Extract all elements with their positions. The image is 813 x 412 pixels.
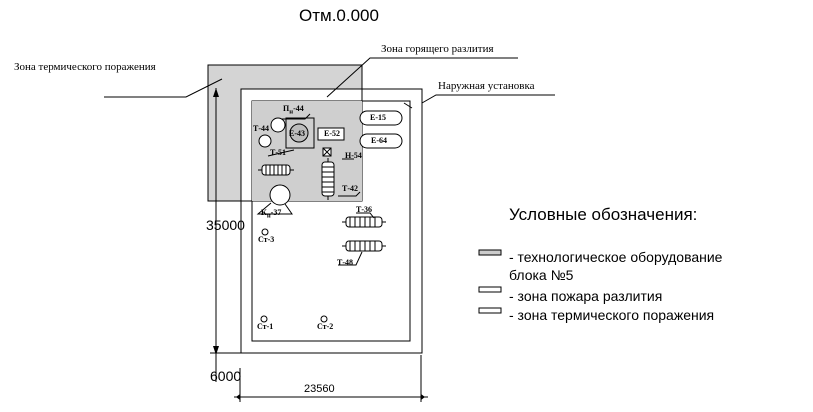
e43-label: Е-43: [289, 129, 305, 138]
legend-title: Условные обозначения:: [509, 205, 698, 224]
legend-swatch-equipment: [478, 249, 502, 256]
t44-label: Т-44: [253, 124, 269, 133]
t48-exchanger: [345, 240, 383, 252]
st2-label: Ст-2: [317, 322, 334, 331]
elevation-title: Отм.0.000: [299, 6, 379, 25]
legend-item-spill: - зона пожара разлития: [509, 288, 663, 304]
st1-label: Ст-1: [257, 322, 274, 331]
spill-zone-label: Зона горящего разлития: [381, 43, 494, 55]
e15-label: Е-15: [370, 113, 386, 122]
st3-stand: [261, 228, 269, 236]
e15-vessel: [359, 110, 403, 126]
e64-label: Е-64: [371, 136, 387, 145]
e64-vessel: [359, 133, 403, 149]
k37-column: [269, 184, 291, 206]
st2-stand: [320, 315, 328, 323]
dim-width-label: 23560: [304, 383, 335, 395]
dim-bottom-label: 6000: [210, 368, 242, 384]
legend-swatch-spill: [478, 286, 502, 293]
dim-height-label: 35000: [206, 217, 245, 233]
e52-box: [317, 127, 345, 141]
outdoor-leader: [421, 94, 555, 104]
e52-label: Е-52: [324, 129, 340, 138]
legend-item-equipment: - технологическое оборудование: [509, 249, 723, 265]
thermal-zone-label: Зона термического поражения: [14, 61, 156, 73]
legend-item-equipment-line2: блока №5: [509, 267, 574, 283]
thermal-leader: [104, 78, 223, 98]
st3-label: Ст-3: [258, 235, 275, 244]
legend-swatch-thermal: [478, 307, 502, 314]
t36-exchanger: [345, 216, 383, 228]
outdoor-label: Наружная установка: [438, 80, 535, 92]
k37-label: Кн-37: [261, 208, 282, 220]
t51-label: Т-51: [270, 148, 286, 157]
t44-vessel: [258, 134, 272, 148]
st1-stand: [260, 315, 268, 323]
t36-label: Т-36: [356, 205, 372, 214]
p44-label: Пн-44: [283, 104, 304, 116]
p44-vessel: [270, 117, 286, 133]
legend-item-thermal: - зона термического поражения: [509, 307, 715, 323]
t42-label: Т-42: [342, 184, 358, 193]
e43-vessel: [289, 123, 309, 143]
t48-label: Т-48: [337, 258, 353, 267]
spill-leader: [326, 57, 518, 98]
n54-label: Н-54: [345, 151, 362, 160]
